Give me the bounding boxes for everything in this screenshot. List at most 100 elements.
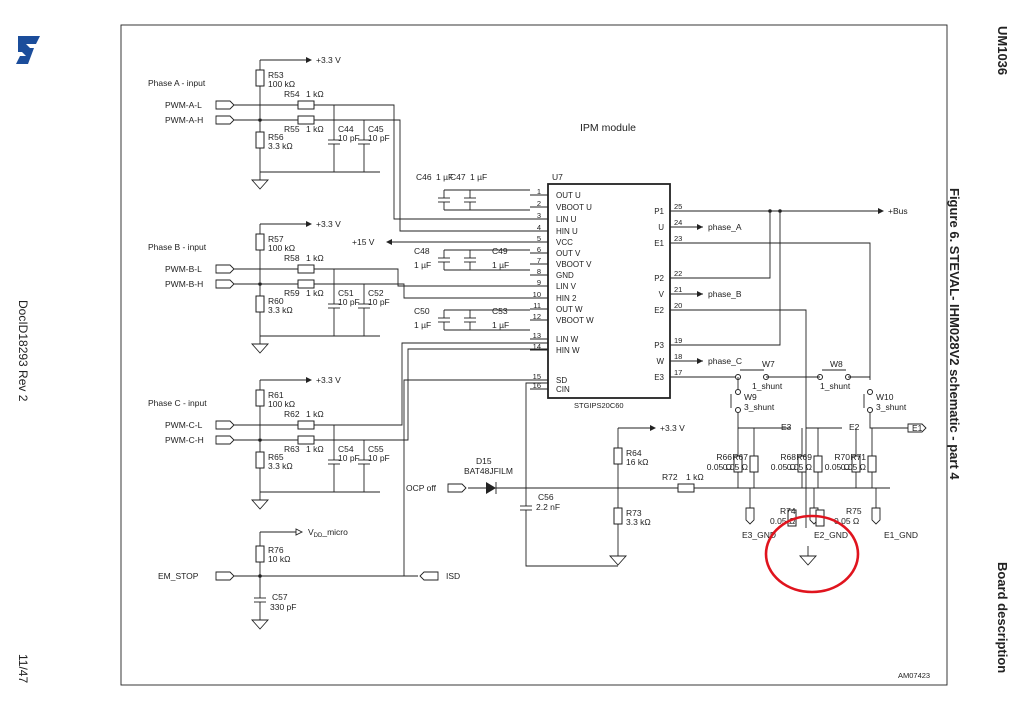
series-resistor — [297, 420, 315, 430]
cap-val: 10 pF — [368, 297, 390, 307]
shunt-ref: R70 — [834, 452, 850, 462]
phase-c-label: phase_C — [708, 356, 742, 366]
emstop-circuit: VDD_micro R76 10 kΩ EM_STOP ISD C57 330 … — [158, 379, 548, 630]
output-nets: +Bus phase_A phase_B phase_C — [670, 206, 908, 528]
r73-ref: R73 — [626, 508, 642, 518]
shunt-ref: R68 — [780, 452, 796, 462]
pin-number: 13 — [533, 331, 541, 340]
pin-number: 18 — [674, 352, 682, 361]
r74-val: 0.05 Ω — [770, 516, 795, 526]
w7-label: 1_shunt — [752, 381, 783, 391]
pin-name: HIN U — [556, 227, 578, 236]
schematic-frame — [120, 24, 948, 686]
pin-name: VBOOT W — [556, 316, 594, 325]
pin-number: 23 — [674, 234, 682, 243]
input-port — [215, 279, 235, 289]
pin-number: 22 — [674, 269, 682, 278]
series-val: 1 kΩ — [306, 409, 324, 419]
emstop-label: EM_STOP — [158, 571, 199, 581]
pullup-ref: R61 — [268, 390, 284, 400]
pin-name: LIN U — [556, 215, 577, 224]
pullup-ref: R57 — [268, 234, 284, 244]
series-val: 1 kΩ — [306, 253, 324, 263]
phase-a-label: phase_A — [708, 222, 742, 232]
shunt-val: 0.05 Ω — [707, 462, 732, 472]
series-resistor — [297, 100, 315, 110]
cap-ref: C47 — [450, 172, 466, 182]
module-title: IPM module — [580, 122, 636, 134]
supply-label: +3.3 V — [316, 219, 341, 229]
series-resistor — [297, 264, 315, 274]
shunt-val: 0.05 Ω — [841, 462, 866, 472]
r64-ref: R64 — [626, 448, 642, 458]
pin-name: OUT W — [556, 305, 583, 314]
pin-number: 21 — [674, 285, 682, 294]
vcc-label: +15 V — [352, 237, 375, 247]
cap-val: 10 pF — [338, 133, 360, 143]
pin-name: VCC — [556, 238, 573, 247]
d15-part: BAT48JFILM — [464, 466, 513, 476]
cap-ref: C50 — [414, 306, 430, 316]
pulldown-ref: R65 — [268, 452, 284, 462]
pin-number: 15 — [533, 372, 541, 381]
pin-number: 3 — [537, 211, 541, 220]
pin-name: P2 — [654, 274, 664, 283]
pulldown-resistor — [255, 295, 265, 313]
r73-val: 3.3 kΩ — [626, 517, 651, 527]
w10-ref: W10 — [876, 392, 894, 402]
series-val: 1 kΩ — [306, 89, 324, 99]
cap-ref: C53 — [492, 306, 508, 316]
pin-number: 17 — [674, 368, 682, 377]
supply-label: +3.3 V — [660, 423, 685, 433]
annotation-circle — [764, 514, 860, 594]
pin-number: 11 — [533, 301, 541, 310]
vdd-label: VDD_micro — [308, 527, 348, 539]
pin-name: E3 — [654, 373, 664, 382]
input-port — [215, 420, 235, 430]
isd-label: ISD — [446, 571, 460, 581]
ic-ref: U7 — [552, 172, 563, 182]
jumpers: W7 1_shunt W8 1_shunt W9 3_shunt W10 3_s… — [730, 359, 907, 413]
series-val: 1 kΩ — [306, 288, 324, 298]
phase-title: Phase C - input — [148, 398, 207, 408]
c56-ref: C56 — [538, 492, 554, 502]
gnd-port — [745, 488, 755, 525]
pin-name: HIN 2 — [556, 294, 577, 303]
pulldown-val: 3.3 kΩ — [268, 461, 293, 471]
cap-ref: C52 — [368, 288, 384, 298]
w9-label: 3_shunt — [744, 402, 775, 412]
cap-ref: C44 — [338, 124, 354, 134]
pin-number: 8 — [537, 267, 541, 276]
cap-ref: C51 — [338, 288, 354, 298]
shunt-val: 0.05 Ω — [825, 462, 850, 472]
ocp-circuit: OCP off D15 BAT48JFILM C56 2.2 nF +3.3 V… — [406, 382, 738, 567]
w8-ref: W8 — [830, 359, 843, 369]
cap-val: 10 pF — [338, 453, 360, 463]
ocp-label: OCP off — [406, 483, 437, 493]
pin-name: VBOOT U — [556, 203, 592, 212]
pin-number: 19 — [674, 336, 682, 345]
input-label: PWM-B-H — [165, 279, 203, 289]
cap-val: 10 pF — [368, 133, 390, 143]
pullup-val: 100 kΩ — [268, 243, 295, 253]
e3-gnd-label: E3_GND — [742, 530, 776, 540]
d15-ref: D15 — [476, 456, 492, 466]
r72-ref: R72 — [662, 472, 678, 482]
cap-ref: C45 — [368, 124, 384, 134]
cap-val: 1 µF — [470, 172, 487, 182]
pin-name: U — [658, 223, 664, 232]
series-ref: R54 — [284, 89, 300, 99]
cap-val: 1 µF — [492, 260, 509, 270]
pin-name: LIN W — [556, 335, 579, 344]
input-port — [215, 115, 235, 125]
shunt-ref: R67 — [732, 452, 748, 462]
cap-val: 1 µF — [414, 260, 431, 270]
r74-ref: R74 — [780, 506, 796, 516]
bus-label: +Bus — [888, 206, 908, 216]
input-label: PWM-A-H — [165, 115, 203, 125]
c57-ref: C57 — [272, 592, 288, 602]
w9-ref: W9 — [744, 392, 757, 402]
